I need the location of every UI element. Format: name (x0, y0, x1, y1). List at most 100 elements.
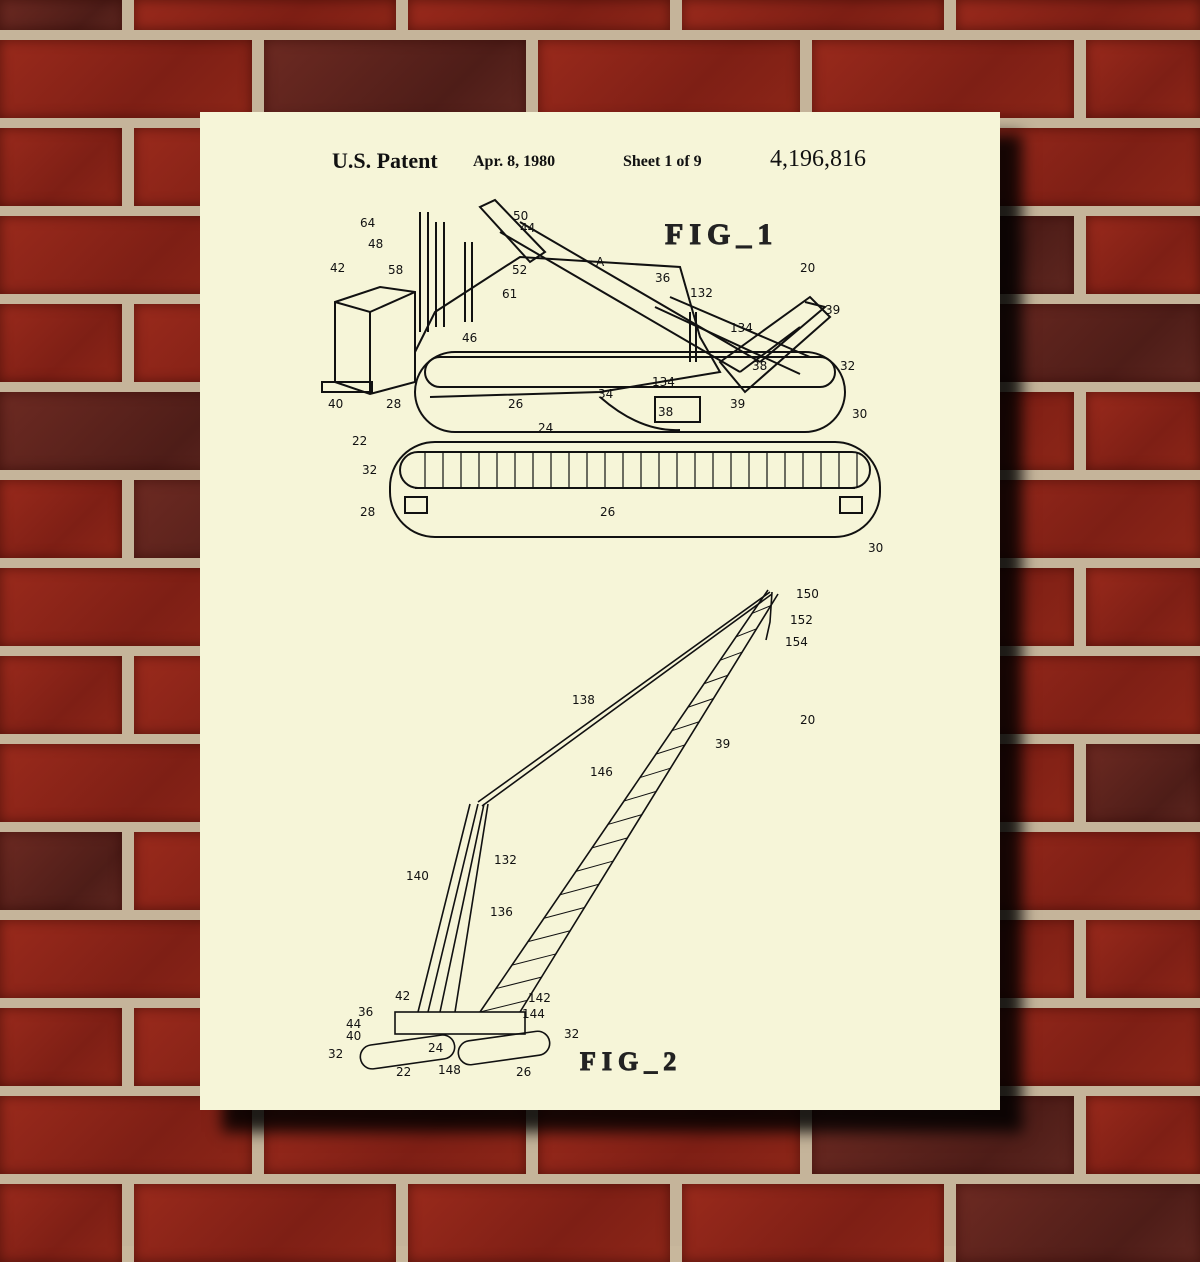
brick-row (0, 40, 1200, 118)
boom-lattice-strut (751, 605, 772, 614)
brick (408, 0, 670, 30)
figure-reference-label: 48 (368, 237, 383, 251)
figure-reference-label: 40 (346, 1029, 361, 1043)
brick (1086, 216, 1200, 294)
figure-reference-label: 140 (406, 869, 429, 883)
figure-reference-label: 34 (598, 387, 613, 401)
figure-reference-label: A (596, 255, 605, 269)
figure-reference-label: 38 (752, 359, 767, 373)
patent-office-label: U.S. Patent (332, 148, 438, 173)
figure-reference-label: 28 (386, 397, 401, 411)
brick (1086, 392, 1200, 470)
figure-reference-label: 150 (796, 587, 819, 601)
figure-reference-label: 36 (358, 1005, 373, 1019)
figure-reference-label: 134 (730, 321, 753, 335)
figure-reference-label: 44 (520, 221, 535, 235)
brick-row (0, 1184, 1200, 1262)
figure-reference-label: 38 (658, 405, 673, 419)
figure-reference-label: 64 (360, 216, 375, 230)
boom-lattice-strut (479, 999, 528, 1013)
figure-reference-label: 136 (490, 905, 513, 919)
sheet-number: Sheet 1 of 9 (623, 153, 702, 170)
brick (1086, 1096, 1200, 1174)
figure-reference-label: 32 (840, 359, 855, 373)
figure-reference-label: 142 (528, 991, 551, 1005)
brick (0, 1008, 122, 1086)
brick (538, 40, 800, 118)
figure-reference-label: 52 (512, 263, 527, 277)
boom-lattice-strut (495, 976, 542, 990)
figure-reference-label: 138 (572, 693, 595, 707)
brick (0, 128, 122, 206)
boom-lattice-strut (543, 907, 585, 919)
figure-reference-label: 148 (438, 1063, 461, 1077)
figure-reference-label: 134 (652, 375, 675, 389)
figure-reference-label: 30 (868, 541, 883, 555)
boom-lattice-strut (607, 814, 642, 825)
figure-reference-label: 22 (352, 434, 367, 448)
brick (1086, 920, 1200, 998)
figure-reference-label: 61 (502, 287, 517, 301)
brick (956, 0, 1200, 30)
boom-lattice-strut (719, 651, 743, 661)
brick (0, 480, 122, 558)
brick (134, 0, 396, 30)
patent-date: Apr. 8, 1980 (473, 153, 556, 170)
figure-reference-label: 32 (328, 1047, 343, 1061)
brick-row (0, 0, 1200, 30)
brick (0, 656, 122, 734)
boom-lattice-strut (511, 953, 556, 966)
figure-reference-label: 39 (715, 737, 730, 751)
brick (0, 1184, 122, 1262)
boom-lattice-strut (703, 674, 729, 685)
figure-reference-label: 146 (590, 765, 613, 779)
figure-reference-label: 30 (852, 407, 867, 421)
figure-reference-label: 26 (516, 1065, 531, 1079)
fig1-crawler-drawing (321, 198, 881, 538)
figure-reference-label: 36 (655, 271, 670, 285)
fig1-title: FIG_1 (665, 218, 778, 251)
fig2-title: FIG_2 (580, 1047, 682, 1076)
brick (682, 0, 944, 30)
figure-reference-label: 40 (328, 397, 343, 411)
boom-lattice-strut (559, 883, 599, 896)
figure-labels: 64 50 44 48 42 58 52 61 A 36 20 132 39 4… (328, 209, 883, 1079)
brick (812, 40, 1074, 118)
figure-reference-label: 32 (564, 1027, 579, 1041)
brick (408, 1184, 670, 1262)
brick (0, 832, 122, 910)
figure-reference-label: 28 (360, 505, 375, 519)
brick (1086, 40, 1200, 118)
brick (0, 40, 252, 118)
figure-reference-label: 20 (800, 261, 815, 275)
figure-reference-label: 132 (494, 853, 517, 867)
brick (1086, 568, 1200, 646)
brick (0, 304, 122, 382)
brick (134, 1184, 396, 1262)
figure-reference-label: 42 (395, 989, 410, 1003)
patent-drawing: 64 50 44 48 42 58 52 61 A 36 20 132 39 4… (321, 198, 883, 1079)
figure-reference-label: 44 (346, 1017, 361, 1031)
figure-reference-label: 42 (330, 261, 345, 275)
brick (264, 40, 526, 118)
boom-lattice-strut (575, 860, 614, 872)
patent-poster: U.S. Patent Apr. 8, 1980 Sheet 1 of 9 4,… (200, 112, 1000, 1110)
boom-lattice-strut (671, 721, 700, 732)
figure-reference-label: 132 (690, 286, 713, 300)
figure-reference-label: 39 (730, 397, 745, 411)
boom-lattice-strut (687, 698, 714, 708)
boom-lattice-strut (527, 930, 571, 943)
boom-lattice-strut (655, 744, 685, 755)
figure-reference-label: 20 (800, 713, 815, 727)
brick (0, 0, 122, 30)
figure-reference-label: 58 (388, 263, 403, 277)
patent-number: 4,196,816 (770, 146, 866, 172)
figure-reference-label: 46 (462, 331, 477, 345)
boom-lattice-strut (735, 628, 757, 638)
figure-reference-label: 26 (600, 505, 615, 519)
figure-reference-label: 50 (513, 209, 528, 223)
boom-lattice-strut (639, 767, 671, 779)
figure-reference-label: 39 (825, 303, 840, 317)
figure-reference-label: 152 (790, 613, 813, 627)
figure-reference-label: 24 (538, 421, 553, 435)
